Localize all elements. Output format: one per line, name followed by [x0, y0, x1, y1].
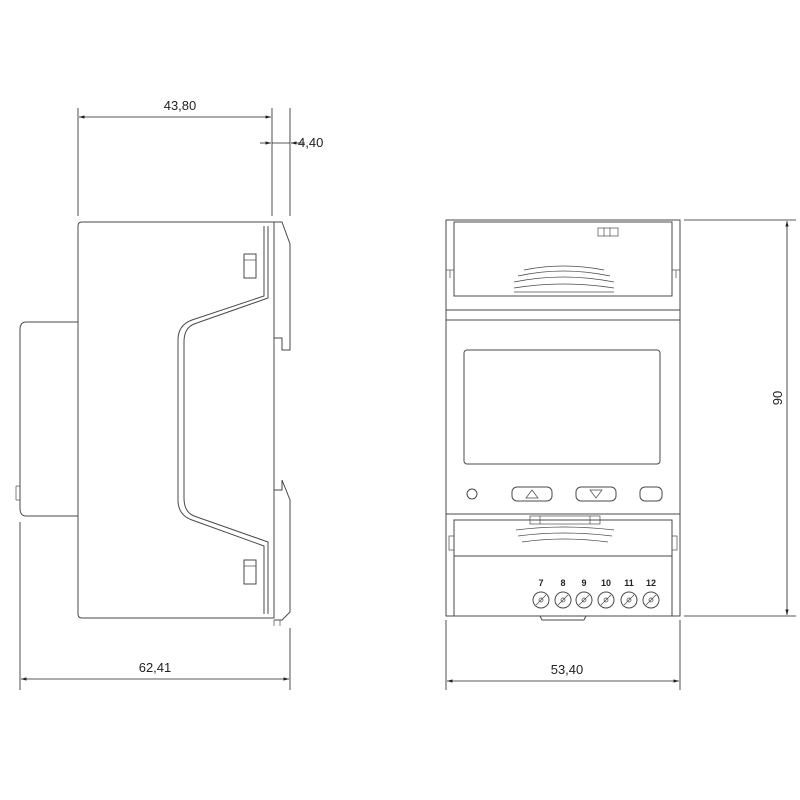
- terminal-label-9: 9: [581, 578, 586, 588]
- dim-rail-offset: 4,40: [298, 135, 323, 150]
- terminal-screw-11: [620, 591, 638, 609]
- terminal-screw-7: [532, 591, 550, 609]
- terminal-label-10: 10: [601, 578, 611, 588]
- front-dimensions: 53,40 90: [445, 219, 796, 690]
- enter-button[interactable]: [639, 486, 663, 502]
- up-button[interactable]: [511, 486, 553, 502]
- front-view: 7 8 9 10 11 12: [445, 219, 681, 621]
- dim-side-depth-top: 43,80: [164, 98, 197, 113]
- down-triangle-icon: [589, 489, 603, 499]
- lower-latch: [243, 559, 257, 585]
- seal-window: [597, 227, 619, 237]
- side-view: [15, 221, 291, 626]
- lower-vent: [515, 515, 615, 543]
- dim-side-depth-total: 62,41: [139, 660, 172, 675]
- upper-vent: [513, 265, 615, 293]
- lcd-display: [463, 349, 661, 465]
- terminal-screw-12: [642, 591, 660, 609]
- upper-latch: [243, 253, 257, 279]
- terminal-label-7: 7: [538, 578, 543, 588]
- terminal-screw-9: [575, 591, 593, 609]
- up-triangle-icon: [525, 489, 539, 499]
- dim-front-width: 53,40: [551, 662, 584, 677]
- dim-height: 90: [770, 391, 785, 405]
- terminal-label-11: 11: [624, 578, 634, 588]
- terminal-label-12: 12: [646, 578, 656, 588]
- terminal-label-8: 8: [560, 578, 565, 588]
- terminal-screw-8: [554, 591, 572, 609]
- status-led: [466, 488, 478, 500]
- terminal-screws: [532, 591, 660, 609]
- side-dimensions: 43,80 4,40 62,41: [19, 98, 323, 690]
- terminal-labels: 7 8 9 10 11 12: [538, 578, 656, 588]
- down-button[interactable]: [575, 486, 617, 502]
- terminal-screw-10: [597, 591, 615, 609]
